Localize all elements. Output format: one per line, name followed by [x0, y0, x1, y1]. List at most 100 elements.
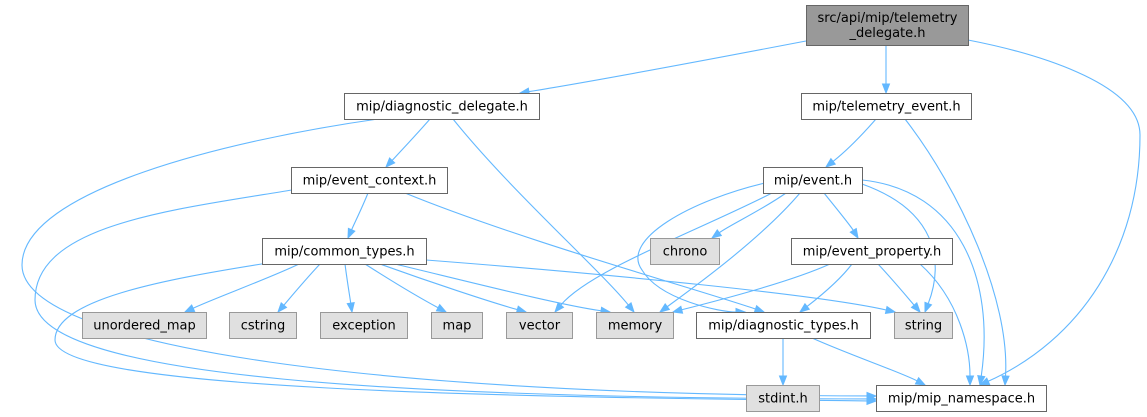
node-box — [801, 93, 972, 120]
arrowhead — [965, 375, 975, 387]
edge-line — [967, 39, 1141, 382]
node-label: mip/event_context.h — [303, 174, 437, 189]
edge-telemetry_event-to-mip_namespace — [904, 118, 1010, 387]
node-box — [650, 238, 720, 265]
node-mip-namespace[interactable]: mip/mip_namespace.h — [876, 385, 1047, 412]
edge-event_context-to-mip_namespace — [34, 189, 878, 404]
edge-common_types-to-string — [425, 259, 897, 315]
edge-line — [637, 181, 770, 313]
node-label: mip/event.h — [774, 174, 852, 189]
node-box — [894, 312, 953, 339]
edge-line — [832, 118, 877, 162]
node-label: memory — [608, 319, 663, 334]
edge-diag_types-to-mip_namespace — [811, 337, 927, 386]
edge-line — [391, 118, 431, 161]
node-box — [262, 238, 427, 265]
edge-event-to-memory — [658, 192, 801, 313]
edge-diag_delegate-to-event_context — [385, 118, 431, 169]
arrowhead — [710, 229, 723, 239]
arrowhead — [277, 302, 288, 314]
node-event-context[interactable]: mip/event_context.h — [291, 167, 448, 194]
node-memory: memory — [596, 312, 674, 339]
node-label: mip/event_property.h — [803, 245, 942, 260]
node-event-property[interactable]: mip/event_property.h — [791, 238, 953, 265]
edge-line — [283, 263, 321, 306]
node-label: src/api/mip/telemetry — [818, 11, 958, 26]
arrowhead — [753, 304, 766, 313]
arrowhead — [778, 375, 788, 387]
edge-diag_delegate-to-mip_namespace — [21, 118, 878, 401]
node-diag-types[interactable]: mip/diagnostic_types.h — [696, 312, 871, 339]
arrowhead — [910, 302, 921, 314]
arrowhead — [798, 302, 811, 313]
edge-root-to-mip_namespace — [967, 39, 1141, 386]
node-diag-delegate[interactable]: mip/diagnostic_delegate.h — [344, 93, 540, 120]
edge-line — [823, 192, 854, 231]
node-box — [746, 385, 820, 412]
node-chrono: chrono — [650, 238, 720, 265]
edge-event-to-event_property — [823, 192, 859, 240]
edge-line — [877, 263, 915, 306]
node-box — [229, 312, 297, 339]
node-box — [596, 312, 674, 339]
edge-line — [904, 118, 1007, 377]
edge-root-to-diag_delegate — [518, 40, 807, 96]
edge-line — [718, 192, 787, 234]
node-telemetry-event[interactable]: mip/telemetry_event.h — [801, 93, 972, 120]
edge-diag_delegate-to-memory — [452, 118, 635, 314]
edge-line — [364, 263, 439, 309]
node-stdint: stdint.h — [746, 385, 820, 412]
edge-event_context-to-common_types — [347, 192, 369, 240]
node-label: chrono — [663, 245, 708, 260]
edge-line — [351, 192, 369, 230]
edge-line — [404, 192, 756, 310]
node-event[interactable]: mip/event.h — [763, 167, 863, 194]
arrowhead — [671, 305, 684, 314]
edge-common_types-to-unordered_map — [183, 263, 300, 313]
arrowhead — [849, 227, 859, 240]
arrowhead — [866, 396, 878, 406]
node-label: mip/diagnostic_types.h — [708, 319, 859, 334]
node-box — [506, 312, 573, 339]
arrowhead — [347, 227, 356, 240]
node-root[interactable]: src/api/mip/telemetry_delegate.h — [806, 5, 969, 46]
arrowhead — [978, 377, 991, 386]
arrowhead — [385, 157, 396, 169]
edge-line — [425, 259, 887, 311]
node-label: cstring — [241, 319, 285, 334]
edge-common_types-to-mip_namespace — [54, 262, 878, 406]
node-string: string — [894, 312, 953, 339]
node-box — [431, 312, 483, 339]
node-label: string — [905, 319, 942, 334]
node-box — [82, 312, 207, 339]
edge-line — [861, 179, 985, 377]
node-vector: vector — [506, 312, 573, 339]
edge-line — [681, 263, 831, 311]
node-box — [320, 312, 408, 339]
edge-line — [192, 263, 300, 309]
edge-line — [21, 118, 868, 397]
edge-telemetry_event-to-event — [824, 118, 877, 168]
arrowhead — [515, 305, 528, 314]
edge-line — [394, 263, 602, 312]
node-label: map — [443, 319, 472, 334]
edges — [21, 39, 1141, 406]
arrowhead — [824, 157, 837, 168]
edge-line — [861, 183, 936, 304]
arrowhead — [924, 301, 933, 314]
node-cstring: cstring — [229, 312, 297, 339]
arrowhead — [624, 301, 635, 314]
edge-root-to-telemetry_event — [881, 45, 891, 95]
node-label: unordered_map — [93, 319, 196, 334]
node-common-types[interactable]: mip/common_types.h — [262, 238, 427, 265]
arrowhead — [1001, 375, 1010, 387]
node-box — [806, 5, 969, 46]
node-box — [291, 167, 448, 194]
edge-line — [34, 189, 868, 400]
node-box — [791, 238, 953, 265]
arrowhead — [914, 376, 927, 386]
edge-line — [806, 263, 853, 307]
edge-common_types-to-vector — [379, 263, 528, 314]
edge-diag_types-to-stdint — [778, 337, 788, 387]
edge-event-to-mip_namespace — [861, 179, 986, 387]
